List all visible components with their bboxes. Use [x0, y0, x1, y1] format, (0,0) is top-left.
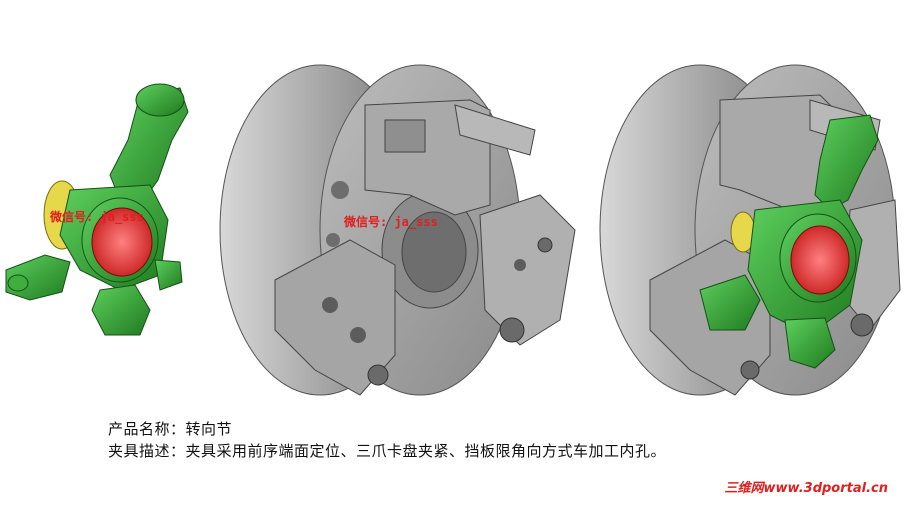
- fixture-description-line: 夹具描述：夹具采用前序端面定位、三爪卡盘夹紧、挡板限角向方式车加工内孔。: [108, 442, 667, 460]
- chuck-assembly-with-part: [599, 64, 901, 396]
- product-name-line: 产品名称：转向节: [108, 420, 233, 438]
- site-watermark-link[interactable]: 三维网www.3dportal.cn: [724, 481, 888, 496]
- steering-knuckle-part: [5, 83, 189, 336]
- watermark-center: 微信号: ja_sss: [344, 215, 438, 229]
- watermark-left: 微信号: ja_sss: [50, 210, 144, 224]
- chuck-fixture-center: [219, 64, 576, 396]
